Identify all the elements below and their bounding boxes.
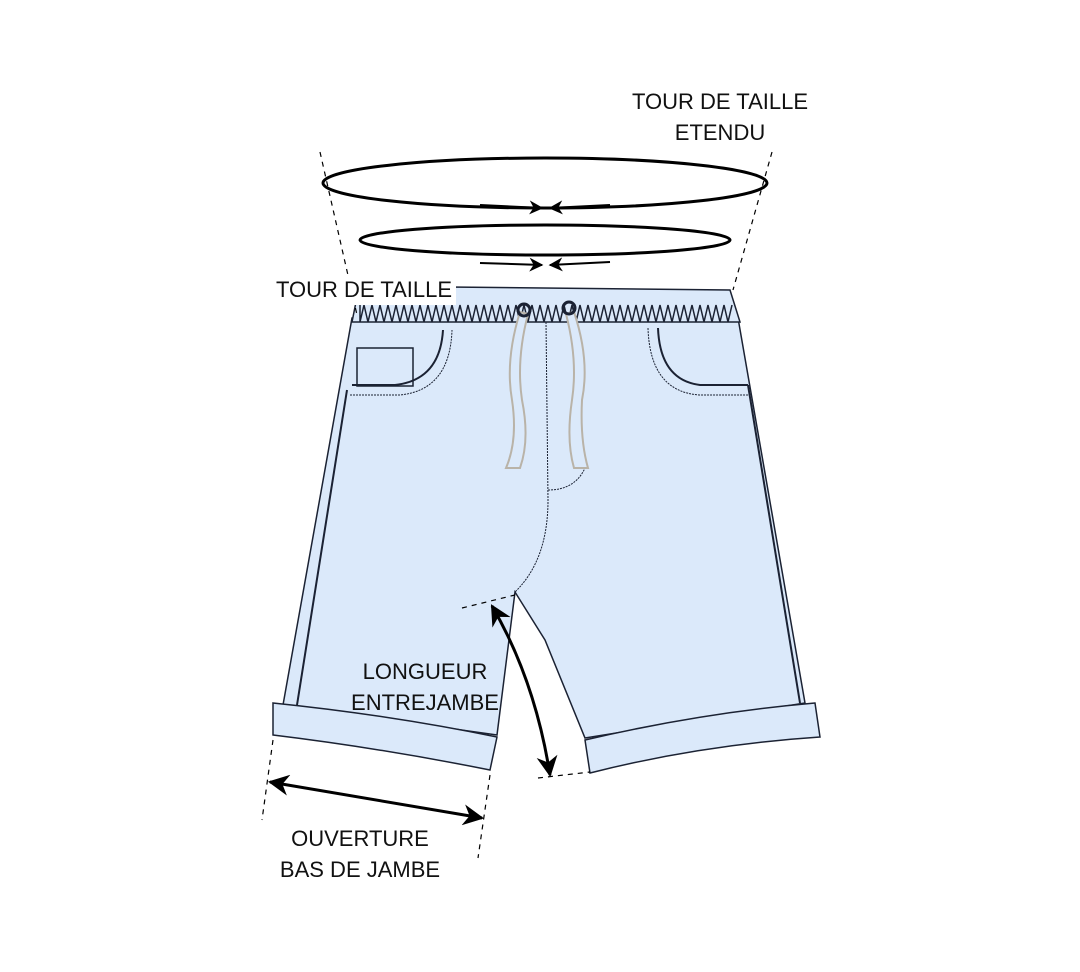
label-line: TOUR DE TAILLE (631, 89, 809, 114)
drawstring-left (504, 310, 530, 469)
label-inseam: LONGUEUR ENTREJAMBE (330, 656, 520, 718)
label-line: BAS DE JAMBE (279, 857, 441, 882)
label-leg-opening: OUVERTURE BAS DE JAMBE (260, 823, 460, 885)
waist-loop (358, 223, 732, 257)
drawstring-right (564, 310, 590, 469)
elastic-zigzag (359, 304, 733, 323)
coin-pocket (356, 347, 414, 387)
label-waist: TOUR DE TAILLE (272, 274, 457, 305)
right-cuff (584, 702, 821, 774)
label-extended-waist: TOUR DE TAILLE ETENDU (620, 86, 820, 148)
label-line: OUVERTURE (291, 826, 429, 851)
right-pocket (657, 327, 748, 386)
inseam-arrow (490, 604, 558, 778)
left-pocket (352, 329, 444, 386)
label-line: LONGUEUR (362, 659, 488, 684)
leg-opening-arrow (267, 774, 485, 826)
label-line: ENTREJAMBE (351, 690, 499, 715)
label-line: ETENDU (674, 120, 766, 145)
extended-waist-loop (321, 156, 769, 210)
